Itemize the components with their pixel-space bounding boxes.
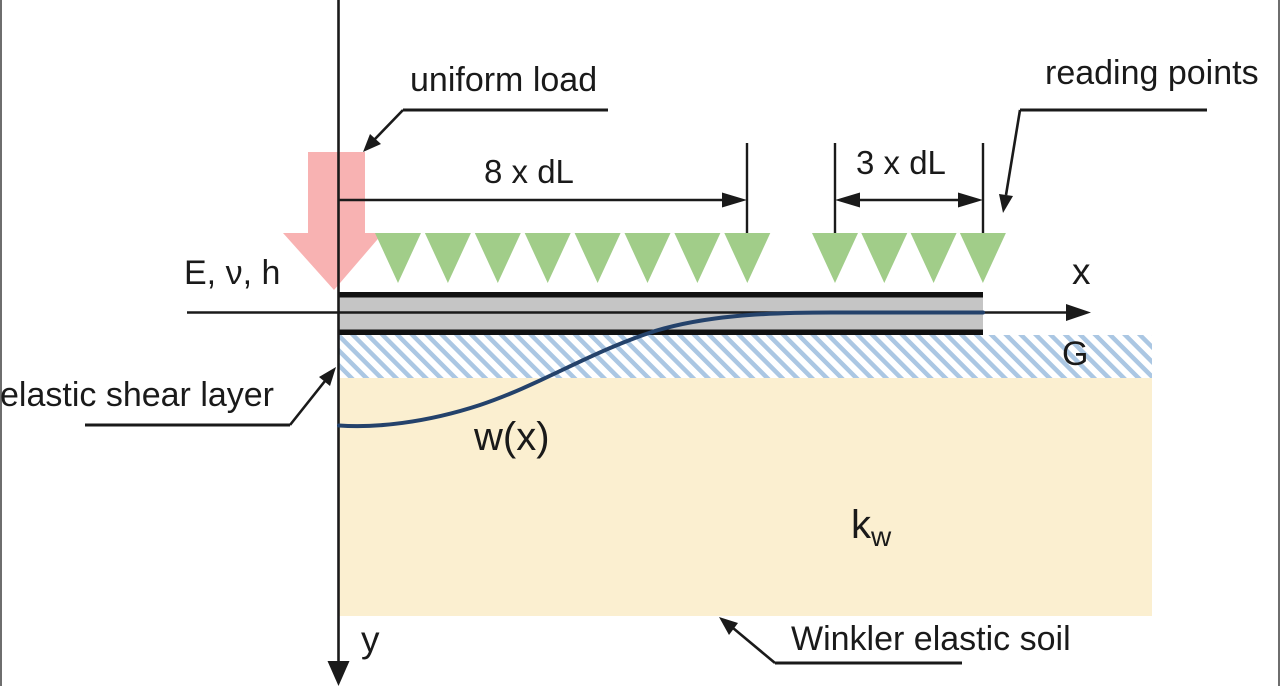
reading-point-triangle [574,233,621,283]
reading-points-label: reading points [1045,54,1259,92]
winkler-coefficient-label: kw [851,505,891,551]
reading-points-leader [1004,109,1022,196]
dim-right-label: 3 x dL [856,144,946,181]
reading-points-leader-arrowhead [999,194,1013,213]
reading-point-triangle [674,233,721,283]
shear-layer-leader [288,380,327,426]
reading-point-triangle [474,233,521,283]
shear-layer-leader-arrowhead [319,367,336,386]
uniform-load-arrow [283,152,383,290]
right-edge-border [1278,0,1280,686]
reading-point-triangle [812,233,858,283]
reading-points-right-group [812,233,1006,283]
reading-point-triangle [375,233,421,283]
dim-right-arrowhead-right [958,192,983,208]
y-axis-arrowhead [327,661,350,686]
shear-layer-label: elastic shear layer [0,376,275,414]
reading-point-triangle [424,233,471,283]
deflection-curve [337,310,985,429]
reading-point-triangle [910,233,957,283]
dim-right-arrowhead-left [835,192,860,208]
beam-bottom-border [338,329,983,335]
y-axis-label: y [361,619,380,660]
uniform-load-label: uniform load [410,61,598,99]
reading-point-triangle [724,233,771,283]
soil-leader [732,627,776,664]
winkler-coefficient-subscript: w [871,521,892,552]
dim-left-label: 8 x dL [484,153,574,190]
reading-point-triangle [524,233,571,283]
reading-point-triangle [959,233,1006,283]
elastic-shear-layer-region [339,335,1152,378]
x-axis-label: x [1072,251,1091,292]
reading-point-triangle [624,233,671,283]
soil-label: Winkler elastic soil [791,620,1071,658]
winkler-soil-region [339,378,1152,616]
uniform-load-leader-arrowhead [363,134,381,152]
reading-point-triangle [861,233,908,283]
plate-properties-label: E, ν, h [184,254,281,292]
left-edge-border [0,0,2,686]
dim-left-arrowhead [722,192,747,208]
uniform-load-leader [374,109,404,140]
deflection-curve-label: w(x) [474,415,550,459]
soil-leader-arrowhead [719,617,738,635]
x-axis-arrowhead [1066,304,1091,321]
reading-points-left-group [375,233,771,283]
winkler-coefficient-base: k [851,503,871,547]
shear-modulus-label: G [1062,335,1089,373]
beam-top-border [338,292,983,298]
